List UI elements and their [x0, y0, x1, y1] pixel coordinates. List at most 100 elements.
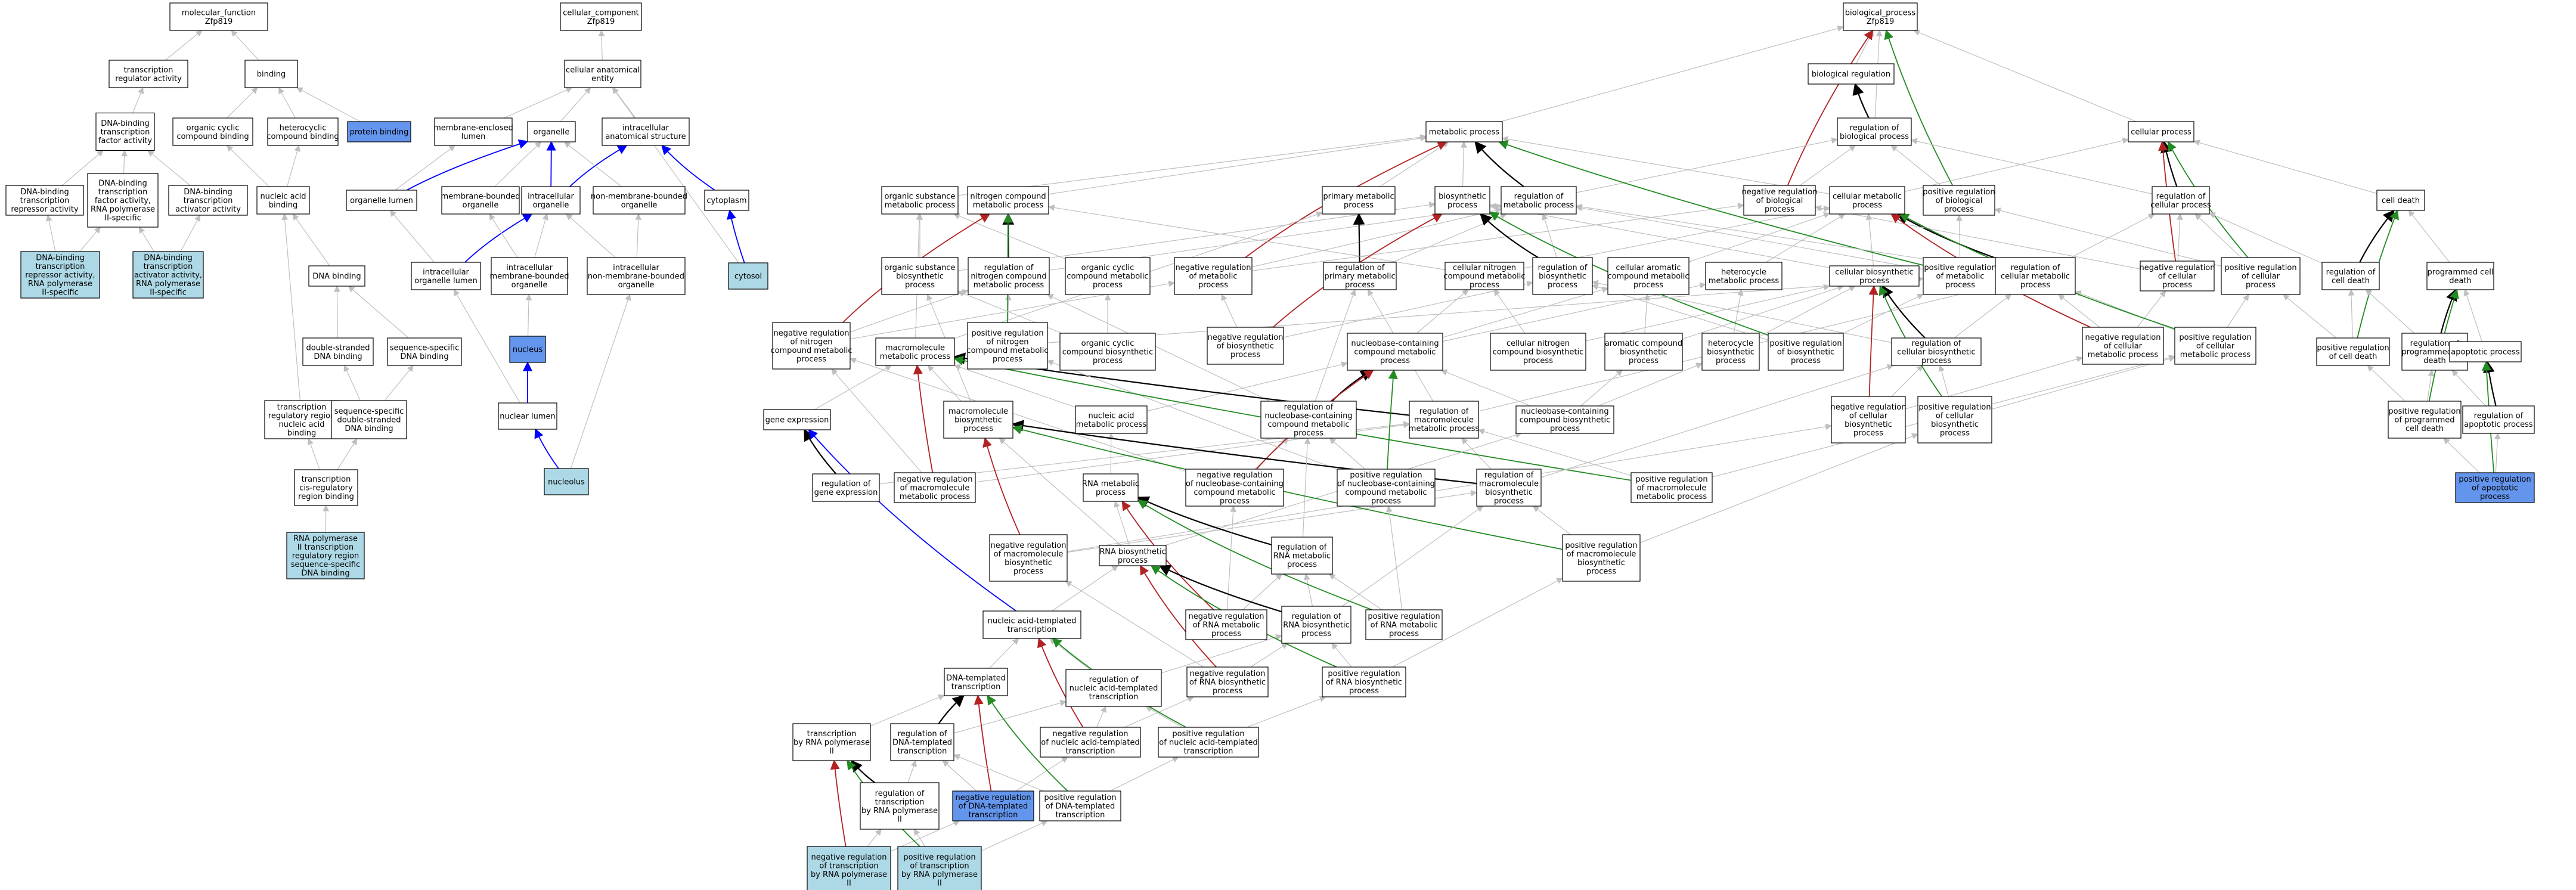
go-term-node-nucleolus[interactable]: nucleolus: [544, 468, 589, 495]
go-term-node-org[interactable]: organelle: [527, 121, 576, 142]
go-term-node-orgl[interactable]: organelle lumen: [346, 190, 417, 211]
go-term-node-cp[interactable]: cellular process: [2128, 121, 2194, 142]
go-term-node-rmmbp[interactable]: regulation ofmacromoleculebiosyntheticpr…: [1476, 469, 1542, 507]
go-term-node-inmbo[interactable]: intracellularnon-membrane-boundedorganel…: [587, 257, 686, 295]
go-term-node-cd[interactable]: cell death: [2376, 190, 2425, 211]
go-term-node-breg[interactable]: biological regulation: [1808, 63, 1895, 85]
go-term-node-rnbcmp[interactable]: regulation ofnucleobase-containingcompou…: [1260, 401, 1357, 439]
go-term-node-cyto[interactable]: cytoplasm: [704, 190, 749, 211]
go-term-node-bind[interactable]: binding: [244, 60, 298, 88]
go-term-node-mp[interactable]: metabolic process: [1425, 121, 1503, 142]
go-term-node-ap[interactable]: apoptotic process: [2449, 341, 2522, 362]
go-term-node-nucleus[interactable]: nucleus: [509, 336, 546, 363]
